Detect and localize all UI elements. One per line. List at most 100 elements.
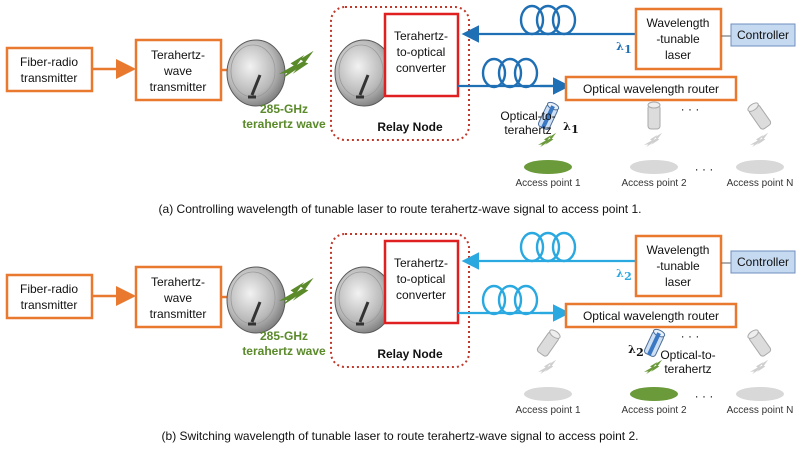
terahertz-wave-icon xyxy=(279,277,314,306)
panel-caption: (b) Switching wavelength of tunable lase… xyxy=(162,429,639,443)
terahertz-frequency-label: terahertz wave xyxy=(242,117,326,131)
fiber-radio-transmitter-box xyxy=(5,273,94,320)
terahertz-to-optical-converter-label: to-optical xyxy=(397,272,446,286)
access-point-pad xyxy=(630,387,678,401)
terahertz-frequency-label: terahertz wave xyxy=(242,344,326,358)
relay-node-label: Relay Node xyxy=(377,120,443,134)
terahertz-wave-transmitter-label: Terahertz- xyxy=(151,275,205,289)
terahertz-to-optical-converter-label: to-optical xyxy=(397,45,446,59)
beam-icon xyxy=(644,359,663,375)
controller-label: Controller xyxy=(737,255,789,269)
optical-to-terahertz-label: Optical-to- xyxy=(660,348,715,362)
wavelength-tunable-laser-label: Wavelength xyxy=(647,243,710,257)
beam-icon xyxy=(750,132,769,148)
optical-to-terahertz-label: Optical-to- xyxy=(500,109,555,123)
relay-node-label: Relay Node xyxy=(377,347,443,361)
access-point-label: Access point 2 xyxy=(621,405,686,416)
wavelength-subscript: 2 xyxy=(624,270,632,283)
router-output-ellipsis: · · · xyxy=(681,329,700,343)
beam-icon xyxy=(538,132,557,148)
wavelength-label: λ xyxy=(628,343,636,356)
optical-to-terahertz-converter-icon xyxy=(747,102,772,130)
wavelength-tunable-laser-box xyxy=(634,7,723,71)
terahertz-to-optical-converter-box xyxy=(383,12,460,98)
optical-to-terahertz-converter-icon xyxy=(643,328,666,357)
wavelength-subscript: 1 xyxy=(571,123,579,136)
controller-box xyxy=(730,23,796,47)
terahertz-to-optical-converter-label: Terahertz- xyxy=(394,256,448,270)
fiber-radio-transmitter-label: transmitter xyxy=(21,298,78,312)
access-point-3 xyxy=(736,329,784,401)
wavelength-tunable-laser-label: laser xyxy=(665,48,691,62)
fiber-radio-transmitter-label: transmitter xyxy=(21,71,78,85)
optical-wavelength-router-box xyxy=(564,302,738,329)
access-point-2 xyxy=(630,101,678,174)
beam-icon xyxy=(538,359,557,375)
optical-wavelength-router-label: Optical wavelength router xyxy=(583,309,719,323)
access-point-pad xyxy=(524,160,572,174)
relay-node-boundary xyxy=(330,6,470,141)
wavelength-tunable-laser-label: laser xyxy=(665,275,691,289)
terahertz-wave-transmitter-label: wave xyxy=(163,291,192,305)
access-point-1 xyxy=(524,329,572,401)
optical-to-terahertz-converter-icon xyxy=(747,329,772,357)
optical-wavelength-router-box xyxy=(564,75,738,102)
wavelength-tunable-laser-label: Wavelength xyxy=(647,16,710,30)
access-point-label: Access point N xyxy=(727,178,794,189)
access-point-label: Access point 2 xyxy=(621,178,686,189)
terahertz-to-optical-converter-box xyxy=(383,239,460,325)
access-point-pad xyxy=(524,387,572,401)
terahertz-wave-icon xyxy=(279,50,314,79)
access-point-1 xyxy=(524,101,572,174)
terahertz-frequency-label: 285-GHz xyxy=(260,102,308,116)
wavelength-tunable-laser-box xyxy=(634,234,723,298)
terahertz-wave-transmitter-label: transmitter xyxy=(150,307,207,321)
controller-box xyxy=(730,250,796,274)
beam-icon xyxy=(644,132,663,148)
optical-wavelength-router-label: Optical wavelength router xyxy=(583,82,719,96)
panel-b: Fiber-radio transmitter Terahertz-wave tran… xyxy=(5,231,796,443)
transmitter-dish-icon xyxy=(226,266,286,334)
terahertz-wave-transmitter-label: Terahertz- xyxy=(151,48,205,62)
access-point-pad xyxy=(736,387,784,401)
fiber-radio-transmitter-label: Fiber-radio xyxy=(20,55,78,69)
controller-label: Controller xyxy=(737,28,789,42)
fiber-coil-bottom-icon xyxy=(481,57,539,89)
access-point-label: Access point 1 xyxy=(515,178,580,189)
transmitter-dish-icon xyxy=(226,39,286,107)
terahertz-wave-transmitter-label: wave xyxy=(163,64,192,78)
panel-caption: (a) Controlling wavelength of tunable la… xyxy=(159,202,642,216)
fiber-radio-transmitter-label: Fiber-radio xyxy=(20,282,78,296)
terahertz-wave-transmitter-box xyxy=(134,38,223,102)
panel-a: Fiber-radio transmitter Terahertz-wave tran… xyxy=(5,4,796,216)
wavelength-label: λ xyxy=(563,120,571,133)
access-point-ellipsis: · · · xyxy=(695,162,714,176)
fiber-coil-bottom-icon xyxy=(481,284,539,316)
terahertz-frequency-label: 285-GHz xyxy=(260,329,308,343)
access-point-ellipsis: · · · xyxy=(695,389,714,403)
access-point-3 xyxy=(736,102,784,174)
terahertz-to-optical-converter-label: converter xyxy=(396,288,446,302)
access-point-2 xyxy=(630,328,678,401)
beam-icon xyxy=(750,359,769,375)
fiber-radio-transmitter-box xyxy=(5,46,94,93)
terahertz-to-optical-converter-label: Terahertz- xyxy=(394,29,448,43)
wavelength-tunable-laser-label: -tunable xyxy=(656,259,700,273)
fiber-coil-top-icon xyxy=(519,4,577,36)
fiber-coil-top-icon xyxy=(519,231,577,263)
optical-to-terahertz-label: terahertz xyxy=(504,123,551,137)
relay-node-boundary xyxy=(330,233,470,368)
optical-to-terahertz-converter-icon xyxy=(536,329,561,357)
optical-to-terahertz-label: terahertz xyxy=(664,362,711,376)
optical-to-terahertz-converter-icon xyxy=(537,101,560,130)
access-point-pad xyxy=(630,160,678,174)
optical-to-terahertz-converter-icon xyxy=(647,101,661,130)
terahertz-to-optical-converter-label: converter xyxy=(396,61,446,75)
wavelength-subscript: 2 xyxy=(636,346,644,359)
access-point-label: Access point 1 xyxy=(515,405,580,416)
access-point-pad xyxy=(736,160,784,174)
terahertz-wave-transmitter-label: transmitter xyxy=(150,80,207,94)
relay-dish-icon xyxy=(334,39,394,107)
wavelength-tunable-laser-label: -tunable xyxy=(656,32,700,46)
